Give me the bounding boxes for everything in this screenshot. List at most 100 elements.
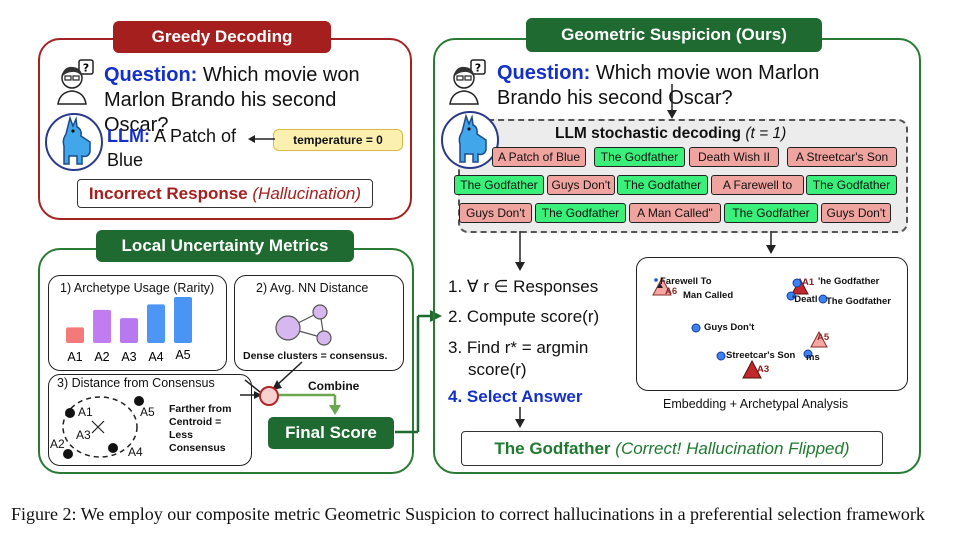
embed-label: Guys Don't: [704, 322, 755, 333]
point-label-a4: A4: [128, 445, 143, 459]
usage-bar-a4: [147, 304, 165, 343]
svg-text:?: ?: [83, 62, 89, 75]
figure-caption: Figure 2: We employ our composite metric…: [11, 504, 925, 524]
temperature-badge: temperature = 0: [273, 129, 403, 151]
response-chip: Death Wish II: [689, 147, 779, 167]
usage-bar-label: A2: [94, 350, 109, 364]
embed-label: ms: [806, 352, 820, 363]
llama-icon-2: [440, 110, 500, 170]
archetype-usage-title: 1) Archetype Usage (Rarity): [60, 281, 215, 295]
question-down-arrow: [667, 84, 677, 119]
response-chip: A Patch of Blue: [492, 147, 586, 167]
usage-bar-a2: [93, 309, 111, 343]
embed-label: Streetcar's Son: [726, 350, 796, 361]
answer-note: (Correct! Hallucination Flipped): [615, 439, 850, 458]
temperature-arrow: [248, 135, 275, 143]
incorrect-response-box: Incorrect Response (Hallucination): [77, 179, 373, 208]
embed-label: Man Called: [683, 290, 734, 301]
embedding-point: [818, 294, 828, 304]
point-label-a2: A2: [50, 437, 65, 451]
cluster-node-bottom: [316, 330, 332, 346]
step-2: 2. Compute score(r): [448, 307, 600, 326]
usage-bar-label: A1: [67, 350, 82, 364]
consensus-distance-box: [48, 374, 252, 466]
llama-icon: [44, 112, 104, 172]
final-score-box: Final Score: [268, 417, 394, 449]
archetype-a6: [652, 276, 672, 296]
point-label-a1: A1: [78, 405, 93, 419]
incorrect-response-label: Incorrect Response: [88, 184, 248, 203]
nn-cluster-graph: [275, 304, 332, 346]
embedding-point: [654, 278, 658, 282]
cluster-node-top: [312, 304, 328, 320]
greedy-llm-answer: LLM: A Patch of Blue: [107, 124, 252, 172]
question-text: Which movie won Marlon Brando his second…: [497, 62, 820, 109]
archetype-a5: [810, 330, 828, 348]
embedding-point: [786, 291, 796, 301]
consensus-diagram: [62, 396, 144, 459]
geometric-suspicion-banner: Geometric Suspicion (Ours): [526, 18, 822, 52]
embed-label: Farewell To: [660, 276, 712, 287]
step-1: 1. ∀ r ∈ Responses: [448, 277, 599, 296]
question-label: Question:: [497, 62, 591, 84]
embedding-plot: [652, 276, 828, 379]
user-avatar-icon: ?: [52, 58, 102, 106]
response-chip: The Godfather: [724, 203, 818, 223]
usage-bar-label: A4: [148, 350, 163, 364]
usage-bar-a3: [120, 318, 138, 343]
combine-label: Combine: [308, 379, 360, 393]
consensus-distance-title: 3) Distance from Consensus: [57, 376, 215, 390]
svg-text:?: ?: [475, 62, 481, 75]
embed-label: The Godfather: [826, 296, 891, 307]
response-chip: The Godfather: [594, 147, 685, 167]
response-chip: A Farewell to: [711, 175, 804, 195]
embed-label: 'Deatl: [792, 294, 818, 305]
usage-bar-a1: [66, 327, 84, 343]
response-chip: Guys Don't: [821, 203, 891, 223]
nn-distance-title: 2) Avg. NN Distance: [256, 281, 369, 295]
hallucination-note: (Hallucination): [252, 184, 362, 203]
nn-distance-box: [234, 275, 404, 371]
answer-text: The Godfather: [494, 439, 611, 458]
response-chip: The Godfather: [535, 203, 626, 223]
llm-answer: A Patch of Blue: [107, 126, 237, 170]
embed-label: A6: [665, 286, 678, 297]
embedding-point: [716, 351, 726, 361]
embedding-caption: Embedding + Archetypal Analysis: [663, 397, 849, 411]
usage-bar-a5: [174, 297, 192, 343]
greedy-question: Question: Which movie won Marlon Brando …: [104, 63, 404, 138]
question-label: Question:: [104, 64, 198, 86]
consensus-explanation: Farther from Centroid = Less Consensus: [169, 403, 232, 454]
response-chip: The Godfather: [617, 175, 708, 195]
embed-label: A1: [802, 277, 815, 288]
question-text: Which movie won Marlon Brando his second…: [104, 64, 360, 136]
embed-label: A3: [757, 364, 770, 375]
stochastic-decoding-title: LLM stochastic decoding (t = 1): [555, 125, 787, 142]
response-chip: A Man Called": [629, 203, 721, 223]
llm-label: LLM:: [107, 126, 150, 146]
embed-label: A5: [817, 332, 830, 343]
step-3: 3. Find r* = argmin: [448, 338, 589, 357]
archetype-a3: [742, 359, 762, 379]
response-chip: The Godfather: [806, 175, 897, 195]
point-label-a5: A5: [140, 405, 155, 419]
step-3-cont: score(r): [468, 360, 527, 379]
response-chip: The Godfather: [454, 175, 544, 195]
response-chip: Guys Don't: [547, 175, 615, 195]
cluster-node-large: [275, 315, 301, 341]
final-answer-box: The Godfather (Correct! Hallucination Fl…: [461, 431, 883, 466]
embedding-point: [803, 349, 813, 359]
local-uncertainty-banner: Local Uncertainty Metrics: [96, 230, 354, 262]
usage-bar-label: A5: [175, 348, 190, 362]
embedding-point: [792, 278, 802, 288]
embedding-plot-box: [636, 257, 908, 391]
geo-question: Question: Which movie won Marlon Brando …: [497, 61, 877, 111]
embed-label: 'he Godfather: [818, 276, 880, 287]
response-chip: Guys Don't: [459, 203, 532, 223]
nn-distance-caption: Dense clusters = consensus.: [243, 350, 388, 362]
embedding-point: [691, 323, 701, 333]
usage-bar-label: A3: [121, 350, 136, 364]
combine-node: [259, 386, 279, 406]
step-4: 4. Select Answer: [448, 387, 583, 406]
greedy-decoding-banner: Greedy Decoding: [113, 21, 331, 53]
